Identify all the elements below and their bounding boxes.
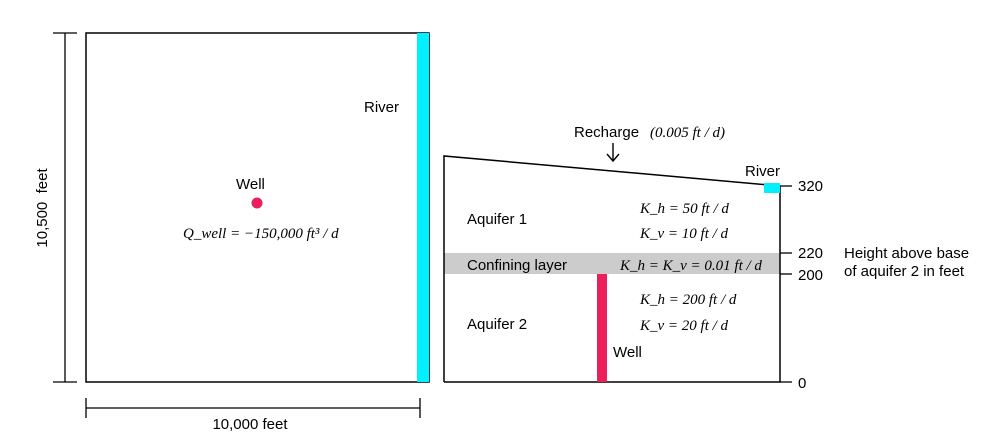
- axis-title-line1: Height above base: [844, 245, 969, 262]
- plan-well-label: Well: [236, 176, 265, 193]
- cross-section-river-label: River: [745, 163, 780, 180]
- axis-title-line2: of aquifer 2 in feet: [844, 263, 965, 280]
- aquifer1-kv: K_v = 10 ft / d: [639, 226, 729, 242]
- cross-section-river: [764, 183, 780, 193]
- aquifer1-label: Aquifer 1: [467, 211, 527, 228]
- axis-tick-label-200: 200: [798, 267, 823, 284]
- recharge-rate: (0.005 ft / d): [650, 125, 725, 141]
- well-pumping-rate: Q_well = −150,000 ft³ / d: [183, 226, 339, 242]
- aquifer2-kh: K_h = 200 ft / d: [639, 292, 737, 308]
- plan-river-label: River: [364, 99, 399, 116]
- confining-layer: [444, 253, 780, 274]
- width-dimension-label: 10,000 feet: [212, 416, 288, 433]
- axis-tick-label-0: 0: [798, 375, 806, 392]
- recharge-label: Recharge: [574, 124, 639, 141]
- confining-layer-label: Confining layer: [467, 257, 567, 274]
- aquifer2-kv: K_v = 20 ft / d: [639, 318, 729, 334]
- confining-layer-k: K_h = K_v = 0.01 ft / d: [619, 258, 762, 274]
- plan-well-marker: [251, 197, 263, 209]
- plan-river-strip: [417, 33, 429, 382]
- recharge-arrow-head: [606, 153, 620, 163]
- height-dimension-label: 10,500 feet: [34, 168, 51, 248]
- axis-tick-label-320: 320: [798, 178, 823, 195]
- aquifer2-label: Aquifer 2: [467, 316, 527, 333]
- cross-section-well: [597, 274, 607, 382]
- cross-section-well-label: Well: [613, 344, 642, 361]
- axis-tick-label-220: 220: [798, 245, 823, 262]
- aquifer1-kh: K_h = 50 ft / d: [639, 201, 729, 217]
